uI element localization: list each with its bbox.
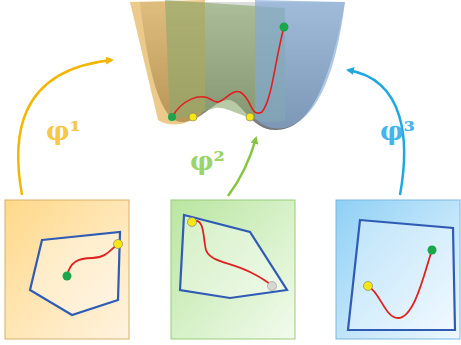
map-label: φ² (190, 148, 225, 174)
map-label: φ¹ (46, 118, 81, 144)
map-label: φ³ (380, 118, 415, 144)
